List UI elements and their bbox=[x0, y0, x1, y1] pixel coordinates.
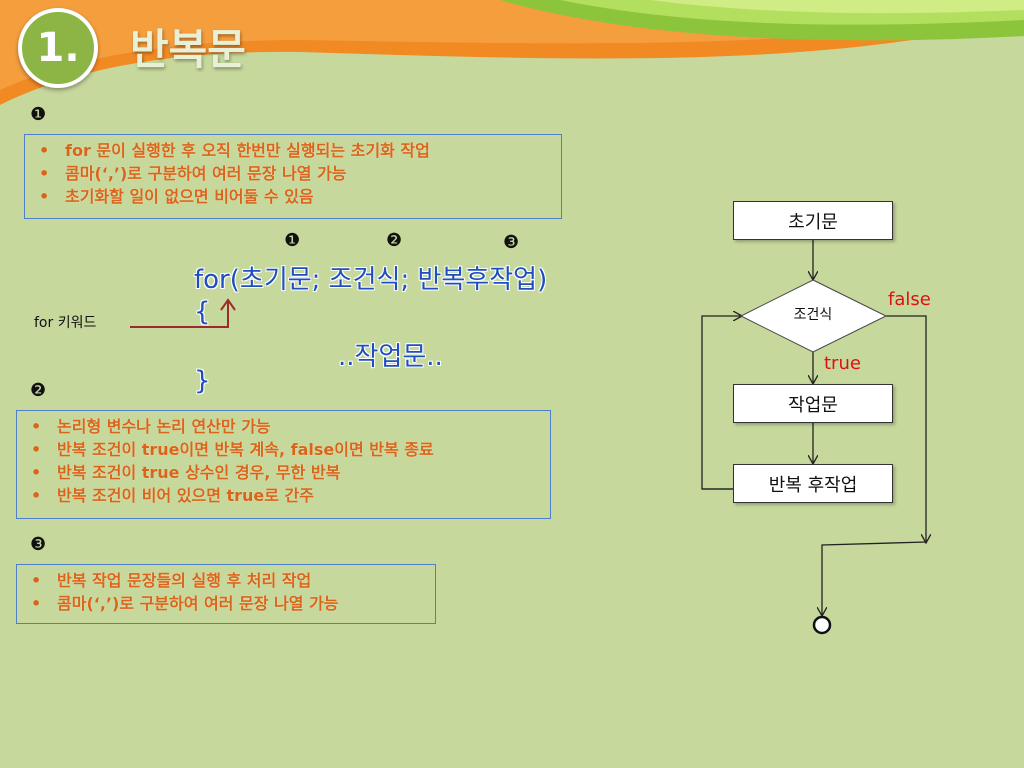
flowchart-true-label: true bbox=[824, 353, 861, 374]
code-body: ..작업문.. bbox=[338, 342, 443, 372]
marker-three: ❸ bbox=[30, 534, 47, 555]
flowchart-connectors bbox=[701, 240, 950, 635]
header-decoration bbox=[0, 0, 1024, 105]
keyword-pointer-arrow bbox=[130, 298, 236, 328]
condition-note-2: 반복 조건이 true이면 반복 계속, false이면 반복 종료 bbox=[29, 438, 542, 461]
flowchart-condition-node: 조건식 bbox=[793, 307, 833, 323]
condition-note-1: 논리형 변수나 논리 연산만 가능 bbox=[29, 415, 542, 438]
marker-two: ❷ bbox=[30, 380, 47, 401]
code-marker-three: ❸ bbox=[503, 232, 520, 253]
init-note-2: 콤마(‘,’)로 구분하여 여러 문장 나열 가능 bbox=[37, 162, 553, 185]
flowchart-body-node: 작업문 bbox=[733, 384, 893, 423]
marker-one: ❶ bbox=[30, 104, 47, 125]
update-note-2: 콤마(‘,’)로 구분하여 여러 문장 나열 가능 bbox=[29, 592, 427, 615]
init-notes-box: for 문이 실행한 후 오직 한번만 실행되는 초기화 작업 콤마(‘,’)로… bbox=[24, 134, 562, 219]
condition-notes-box: 논리형 변수나 논리 연산만 가능 반복 조건이 true이면 반복 계속, f… bbox=[16, 410, 551, 519]
for-statement-line: for(초기문; 조건식; 반복후작업) bbox=[194, 265, 548, 295]
init-note-1: for 문이 실행한 후 오직 한번만 실행되는 초기화 작업 bbox=[37, 139, 553, 162]
section-number-badge: 1. bbox=[18, 8, 98, 88]
page-title: 반복문 bbox=[130, 25, 246, 74]
update-note-1: 반복 작업 문장들의 실행 후 처리 작업 bbox=[29, 569, 427, 592]
code-open-brace: { bbox=[194, 297, 211, 327]
update-notes-box: 반복 작업 문장들의 실행 후 처리 작업 콤마(‘,’)로 구분하여 여러 문… bbox=[16, 564, 436, 624]
condition-note-4: 반복 조건이 비어 있으면 true로 간주 bbox=[29, 484, 542, 507]
flowchart-init-node: 초기문 bbox=[733, 201, 893, 240]
for-keyword-label: for 키워드 bbox=[34, 315, 97, 331]
condition-note-3: 반복 조건이 true 상수인 경우, 무한 반복 bbox=[29, 461, 542, 484]
flowchart-update-node: 반복 후작업 bbox=[733, 464, 893, 503]
code-marker-one: ❶ bbox=[284, 230, 301, 251]
code-marker-two: ❷ bbox=[386, 230, 403, 251]
code-close-brace: } bbox=[194, 366, 211, 396]
flowchart-false-label: false bbox=[888, 289, 931, 310]
init-note-3: 초기화할 일이 없으면 비어둘 수 있음 bbox=[37, 185, 553, 208]
